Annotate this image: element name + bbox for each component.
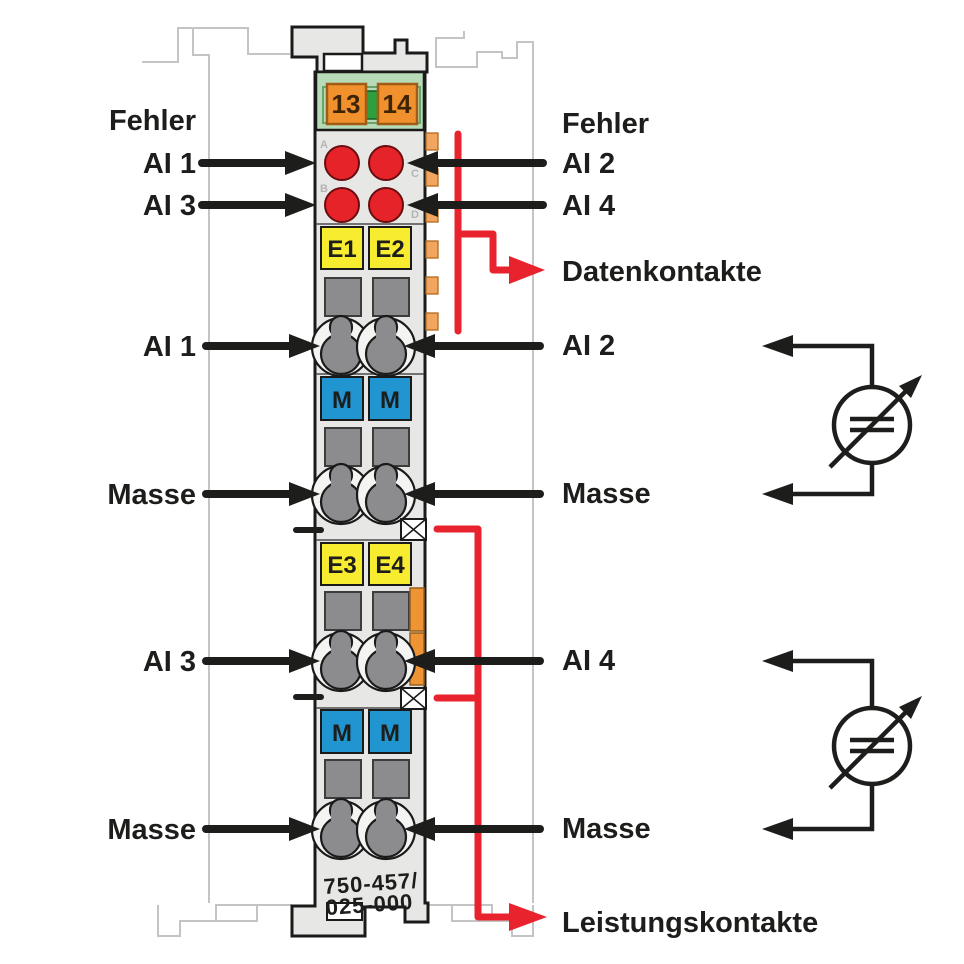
label-ai1-terminal: AI 1: [143, 331, 196, 363]
label-ai2-terminal: AI 2: [562, 330, 615, 362]
label-ai1-led: AI 1: [143, 148, 196, 180]
ghost-bottom-left-notch: [215, 904, 257, 921]
power-contacts-arrowhead: [509, 903, 547, 931]
label-masse-upper-right: Masse: [562, 478, 651, 510]
led-id-b: B: [320, 183, 328, 195]
arrow-masse-upper-left: [206, 482, 320, 506]
label-leistungskontakte: Leistungskontakte: [562, 907, 818, 939]
power-contacts-line: [433, 525, 513, 921]
input-label-e4: E4: [375, 552, 405, 579]
label-masse-lower-right: Masse: [562, 813, 651, 845]
label-masse-upper-left: Masse: [107, 479, 196, 511]
arrowhead-bottom-1: [762, 483, 793, 505]
bus-terminal-13-label: 13: [332, 89, 361, 119]
led-id-d: D: [411, 209, 419, 221]
ground-label-m2: M: [380, 387, 400, 414]
left-labels: Fehler AI 1 AI 3 AI 1 Masse AI 3 Masse: [107, 105, 196, 846]
status-leds: [324, 145, 404, 223]
label-ai3-led: AI 3: [143, 190, 196, 222]
right-labels: Fehler AI 2 AI 4 Datenkontakte AI 2 Mass…: [562, 108, 818, 939]
data-contacts-branch: [458, 230, 509, 274]
bus-terminal-14-label: 14: [383, 89, 412, 119]
arrow-ai1-terminal: [206, 334, 320, 358]
arrowhead-bottom-2: [762, 818, 793, 840]
variability-arrowhead-1: [899, 375, 922, 398]
input-label-box-e1: [320, 226, 364, 270]
ground-label-m4: M: [380, 720, 400, 747]
input-label-e1: E1: [327, 236, 356, 263]
bus-terminal-13: [325, 82, 368, 126]
label-fehler-right: Fehler: [562, 108, 649, 140]
input-label-e3: E3: [327, 552, 356, 579]
bus-terminal-14: [376, 82, 419, 126]
label-ai2-led: AI 2: [562, 148, 615, 180]
signal-source-symbol-1: [762, 335, 922, 505]
ground-label-box-m1: [320, 376, 364, 421]
variability-arrow-line-2: [828, 709, 909, 790]
ground-label-m3: M: [332, 720, 352, 747]
ghost-left-vertical: [192, 28, 210, 903]
arrowhead-top-1: [762, 335, 793, 357]
ground-label-box-m4: [368, 709, 412, 754]
ghost-top-left: [142, 27, 290, 63]
ghost-top-right: [435, 31, 534, 903]
module-foot-notch: [326, 902, 363, 921]
io-module: 13 14 A B C D: [290, 25, 439, 938]
label-ai4-terminal: AI 4: [562, 645, 615, 677]
led-id-a: A: [320, 139, 328, 151]
arrow-fehler-ai3: [202, 193, 316, 217]
part-number: 750-457/ 025-000: [323, 868, 419, 920]
label-datenkontakte: Datenkontakte: [562, 256, 762, 288]
led-ai1: [324, 145, 360, 181]
led-ai2: [368, 145, 404, 181]
bus-connector-frame: [322, 86, 421, 124]
ground-label-box-m2: [368, 376, 412, 421]
led-ai4: [368, 187, 404, 223]
input-label-box-e2: [368, 226, 412, 270]
arrow-masse-lower-left: [206, 817, 320, 841]
power-contact-upper: [400, 518, 427, 541]
variability-arrow-line-1: [828, 388, 909, 469]
variability-arrowhead-2: [899, 696, 922, 719]
label-masse-lower-left: Masse: [107, 814, 196, 846]
data-contacts-arrowhead: [509, 256, 545, 284]
red-contact-lines: [433, 130, 513, 921]
arrow-fehler-ai1: [202, 151, 316, 175]
signal-source-symbol-2: [762, 650, 922, 840]
input-label-box-e4: [368, 542, 412, 586]
input-label-box-e3: [320, 542, 364, 586]
ground-label-box-m3: [320, 709, 364, 754]
arrowhead-top-2: [762, 650, 793, 672]
led-id-c: C: [411, 168, 419, 180]
label-ai3-terminal: AI 3: [143, 646, 196, 678]
arrow-ai3-terminal: [206, 649, 320, 673]
bus-center-contact: [365, 90, 379, 120]
label-ai4-led: AI 4: [562, 190, 615, 222]
module-latch-slot: [322, 52, 364, 73]
power-contact-lower: [400, 687, 427, 710]
power-jumper-bar-top: [409, 587, 425, 632]
label-fehler-left: Fehler: [109, 105, 196, 137]
ghost-bottom-left: [157, 904, 292, 937]
release-slots: [324, 277, 410, 799]
input-label-e2: E2: [375, 236, 404, 263]
part-number-line2: 025-000: [325, 889, 414, 920]
ground-label-m1: M: [332, 387, 352, 414]
led-ai3: [324, 187, 360, 223]
